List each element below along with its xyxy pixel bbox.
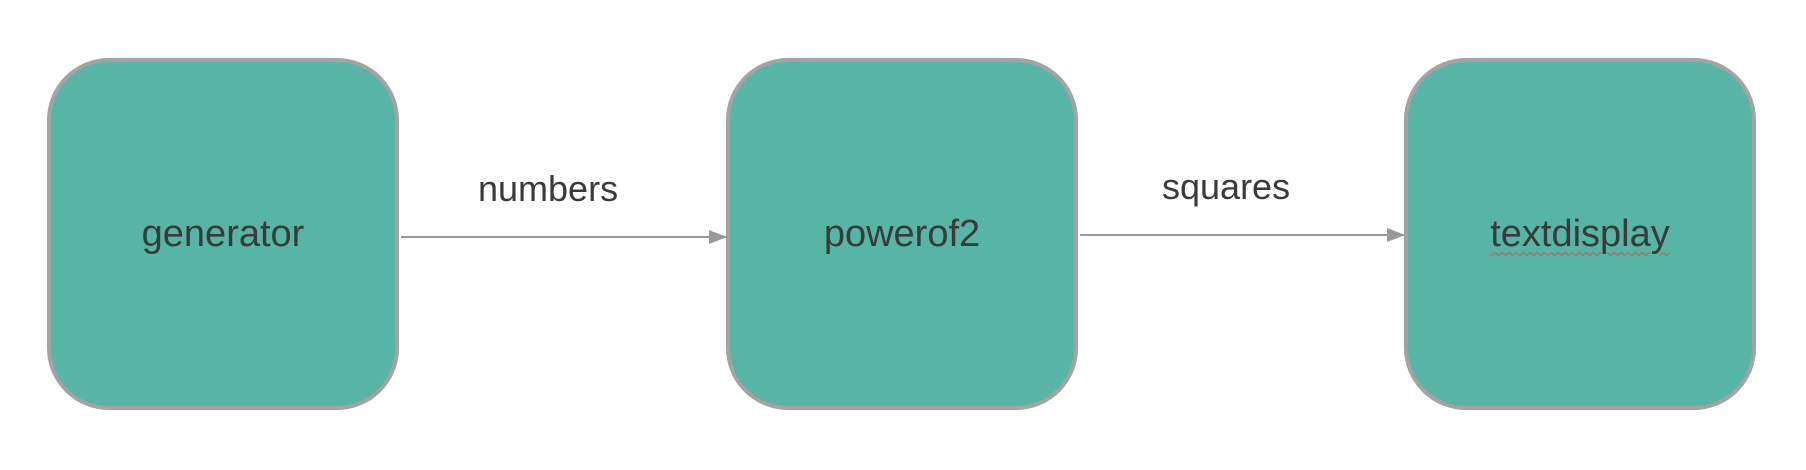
node-generator[interactable]: generator bbox=[47, 58, 399, 410]
node-label-powerof2: powerof2 bbox=[823, 212, 981, 255]
node-textdisplay[interactable]: textdisplay bbox=[1404, 58, 1756, 410]
node-powerof2[interactable]: powerof2 bbox=[726, 58, 1078, 410]
edge-label-numbers: numbers bbox=[478, 168, 619, 209]
edge-label-squares: squares bbox=[1162, 166, 1291, 207]
node-label-textdisplay: textdisplay bbox=[1490, 212, 1670, 255]
node-label-generator: generator bbox=[141, 212, 305, 255]
